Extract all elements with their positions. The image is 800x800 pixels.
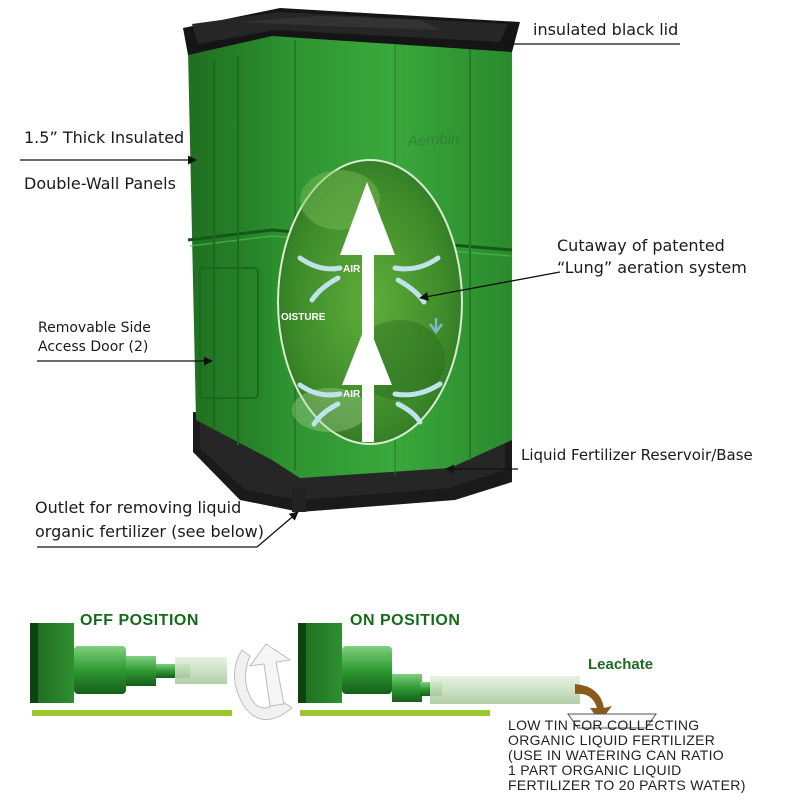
lid-label: insulated black lid — [533, 20, 679, 39]
valve-on-illustration — [298, 623, 657, 729]
tin-line: ORGANIC LIQUID FERTILIZER — [508, 732, 716, 748]
side-access-door — [199, 267, 259, 399]
door-label-line1: Removable Side — [38, 320, 151, 336]
moisture-label: OISTURE — [281, 312, 326, 323]
cutaway-label-line2: “Lung” aeration system — [557, 258, 747, 277]
callout-lines — [20, 39, 680, 548]
panels-label-line1: 1.5” Thick Insulated — [24, 128, 185, 147]
aerobin-logo: Aerobin — [406, 130, 460, 150]
door-label-line2: Access Door (2) — [38, 339, 149, 355]
outlet-label-line1: Outlet for removing liquid — [35, 498, 242, 517]
leachate-label: Leachate — [588, 656, 654, 673]
rotate-arrow-icon — [234, 643, 293, 720]
collection-tin — [567, 713, 657, 729]
leachate-arrow — [575, 684, 612, 722]
airflow-arrows — [297, 255, 443, 427]
reservoir-label: Liquid Fertilizer Reservoir/Base — [521, 446, 753, 464]
outlet-spout — [292, 488, 306, 512]
cutaway-label-line1: Cutaway of patented — [557, 236, 725, 255]
on-position-title: ON POSITION — [350, 612, 461, 629]
valve-off-illustration — [30, 623, 232, 716]
tin-instructions: LOW TIN FOR COLLECTING ORGANIC LIQUID FE… — [508, 718, 746, 793]
off-position-title: OFF POSITION — [80, 612, 199, 629]
tin-line: LOW TIN FOR COLLECTING — [508, 717, 700, 733]
air-label-bottom: AIR — [343, 389, 361, 400]
lung-cutaway: AIR AIR OISTURE — [277, 159, 463, 445]
air-lung-lower — [342, 322, 392, 442]
air-lung-upper — [340, 182, 395, 442]
air-label-top: AIR — [343, 264, 361, 275]
outlet-label-line2: organic fertilizer (see below) — [35, 522, 264, 541]
tin-line: (USE IN WATERING CAN RATIO — [508, 747, 724, 763]
bin-side-panel — [188, 32, 272, 460]
tin-line: 1 PART ORGANIC LIQUID — [508, 762, 682, 778]
panels-label-line2: Double-Wall Panels — [24, 174, 176, 193]
tin-line: FERTILIZER TO 20 PARTS WATER) — [508, 777, 746, 793]
